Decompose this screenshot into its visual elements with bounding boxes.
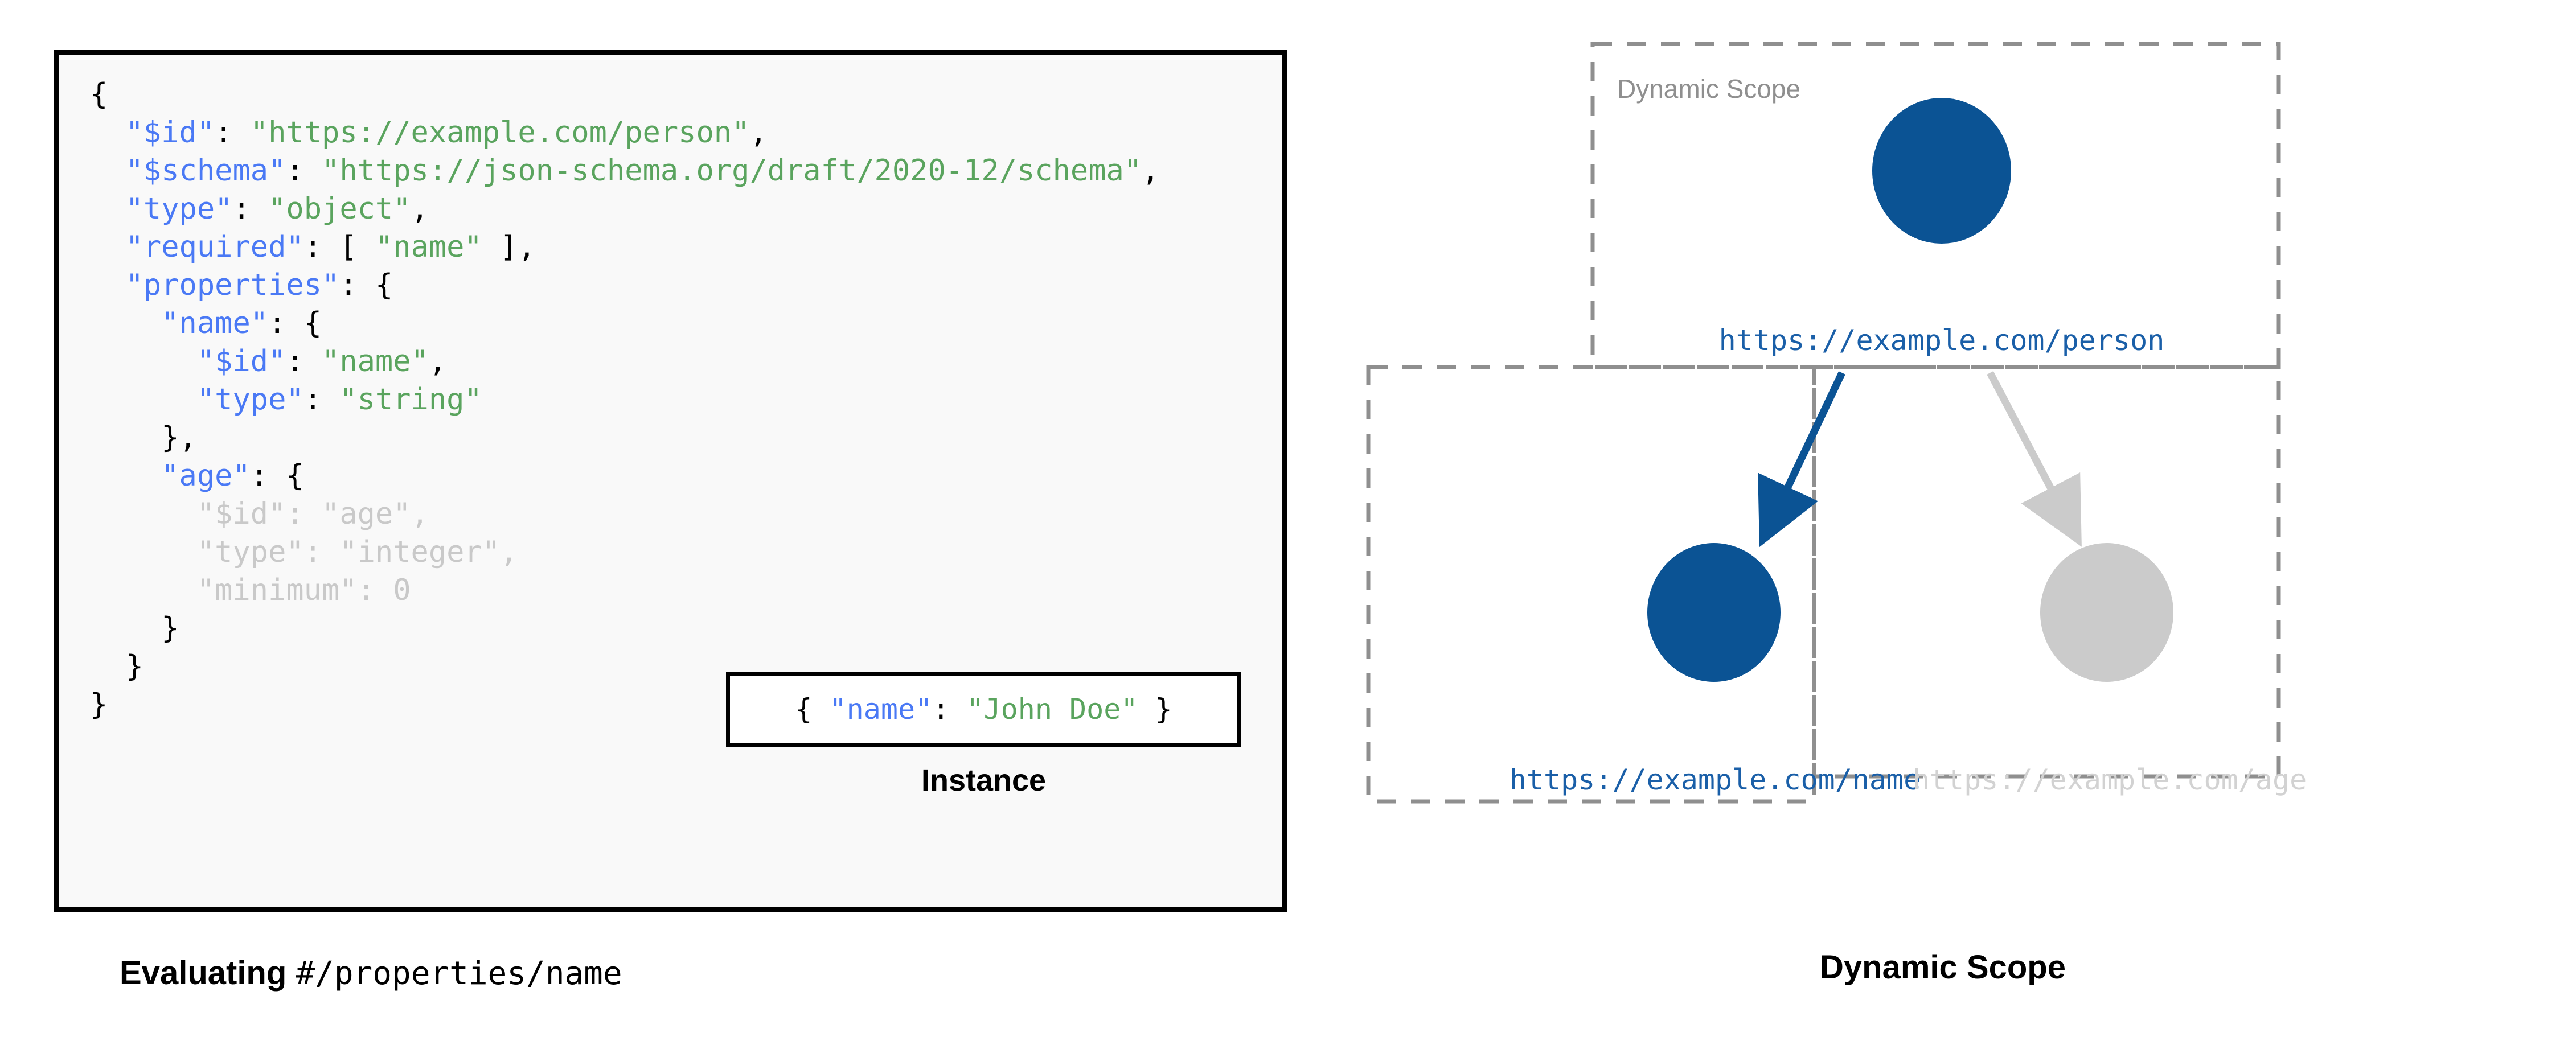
edge-person-to-age	[1987, 371, 2082, 547]
schema-code-panel: { "$id": "https://example.com/person", "…	[54, 50, 1287, 912]
node-name-label: https://example.com/name	[1509, 763, 1921, 796]
evaluating-caption-pointer: #/properties/name	[296, 955, 622, 992]
edge-person-to-name	[1758, 371, 1845, 548]
dynamic-scope-diagram: Dynamic Scope https://example.com/person…	[1310, 0, 2576, 1053]
instance-box: { "name": "John Doe" }	[726, 672, 1241, 747]
node-person-label: https://example.com/person	[1719, 324, 2165, 357]
node-age-label: https://example.com/age	[1913, 763, 2307, 796]
dashed-box-root-scope	[1590, 42, 2281, 369]
dashed-box-name-scope	[1366, 365, 1816, 804]
evaluating-caption: Evaluating #/properties/name	[120, 954, 622, 992]
schema-code-block: { "$id": "https://example.com/person", "…	[90, 77, 1160, 722]
node-age-circle[interactable]	[2040, 543, 2173, 682]
node-person-circle[interactable]	[1872, 98, 2011, 244]
dynamic-scope-label: Dynamic Scope	[1617, 74, 1800, 104]
dynamic-scope-caption: Dynamic Scope	[1820, 949, 2066, 986]
instance-caption: Instance	[921, 763, 1047, 797]
schema-panel: { "$id": "https://example.com/person", "…	[54, 50, 1287, 992]
diagram-canvas: Dynamic Scope https://example.com/person…	[1366, 42, 2307, 804]
dashed-box-age-scope	[1812, 365, 2281, 779]
instance-code: { "name": "John Doe" }	[795, 693, 1172, 726]
node-name-circle[interactable]	[1647, 543, 1781, 682]
evaluating-caption-bold: Evaluating	[120, 955, 296, 992]
